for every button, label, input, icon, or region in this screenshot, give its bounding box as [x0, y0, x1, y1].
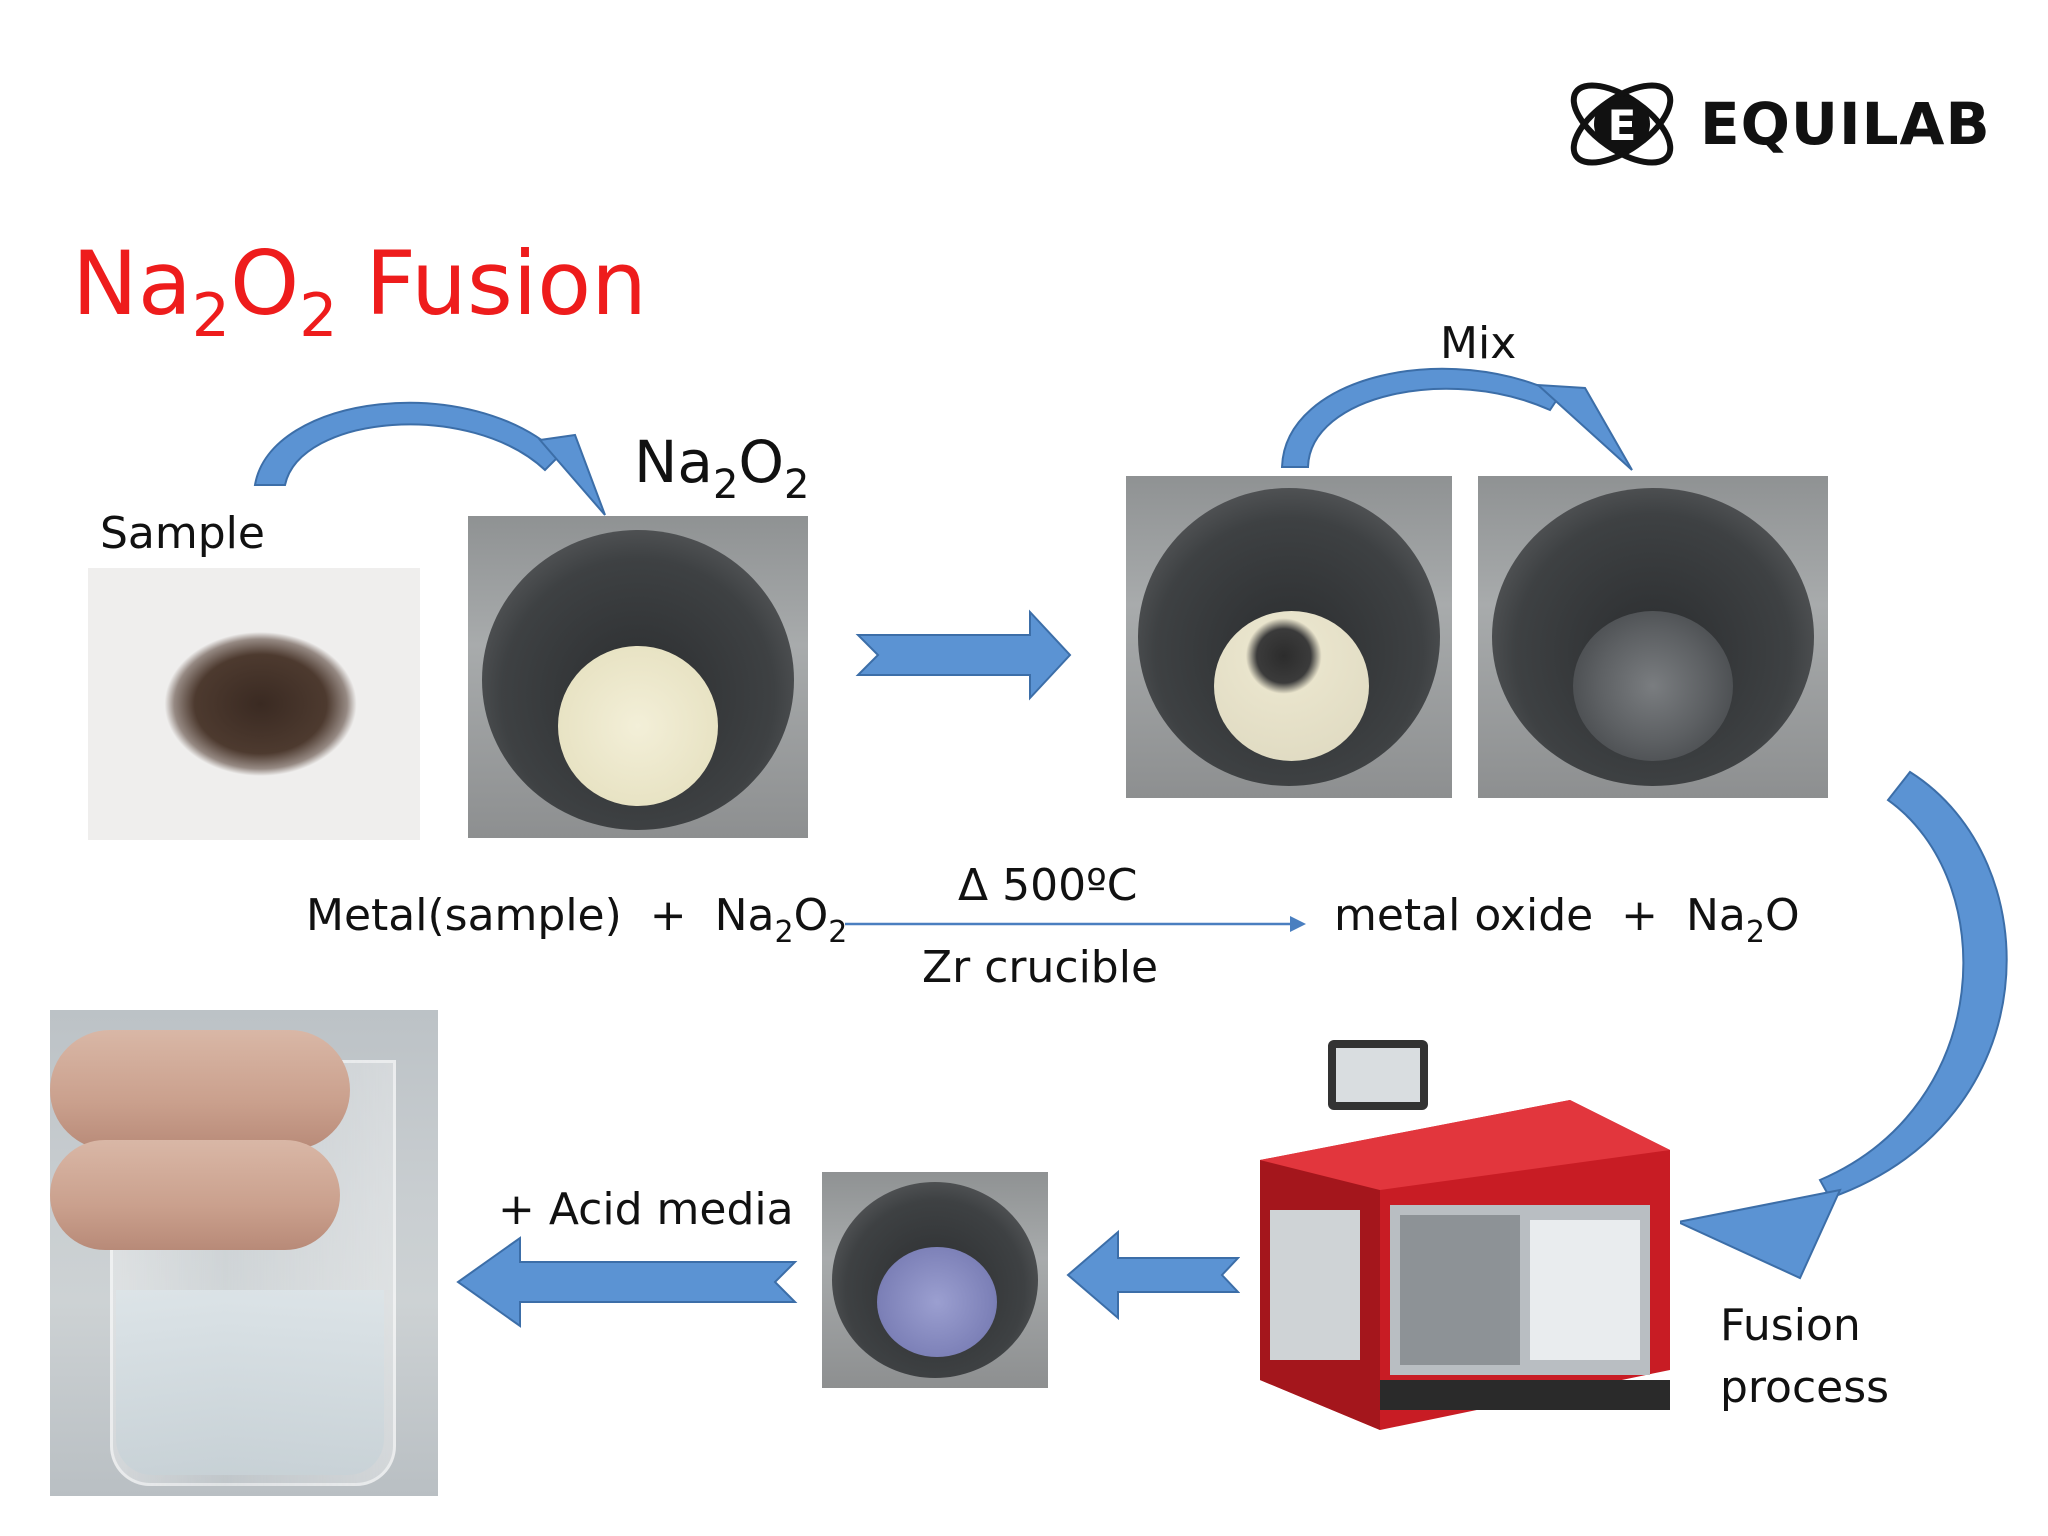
curved-arrow-to-fusion [1674, 770, 2008, 1280]
crucible-unmixed-photo [1126, 476, 1452, 798]
logo-brand-name: EQUILAB [1700, 90, 1991, 158]
atom-orbit-logo-icon: E [1570, 82, 1674, 166]
solution-glass-photo [50, 1010, 438, 1496]
curved-arrow-mix [1280, 367, 1633, 471]
fusion-label-line2: process [1720, 1362, 1890, 1413]
curved-arrow-add-reagent [253, 401, 606, 516]
block-arrow-left-acid [456, 1236, 798, 1328]
sample-label: Sample [100, 508, 265, 559]
mix-label: Mix [1440, 318, 1517, 369]
reaction-condition-temperature: Δ 500ºC [958, 860, 1138, 911]
equilab-logo: E [1560, 60, 2000, 190]
fusion-machine-photo [1240, 1040, 1680, 1440]
crucible-fused-photo [822, 1172, 1048, 1388]
reaction-condition-crucible: Zr crucible [922, 942, 1159, 993]
sample-powder-photo [88, 568, 420, 840]
block-arrow-right [855, 609, 1072, 701]
fusion-label-line1: Fusion [1720, 1300, 1861, 1351]
reagent-label: Na2O2 [634, 428, 810, 508]
reaction-arrow [845, 916, 1306, 932]
logo-mark-letter: E [1608, 101, 1637, 150]
equation-right: metal oxide + Na2O [1334, 890, 1800, 950]
block-arrow-left-from-machine [1066, 1229, 1241, 1321]
crucible-mixed-photo [1478, 476, 1828, 798]
page-title: Na2O2 Fusion [72, 232, 647, 351]
acid-media-label: + Acid media [498, 1184, 794, 1235]
crucible-na2o2-photo [468, 516, 808, 838]
equation-left: Metal(sample) + Na2O2 [306, 890, 848, 950]
